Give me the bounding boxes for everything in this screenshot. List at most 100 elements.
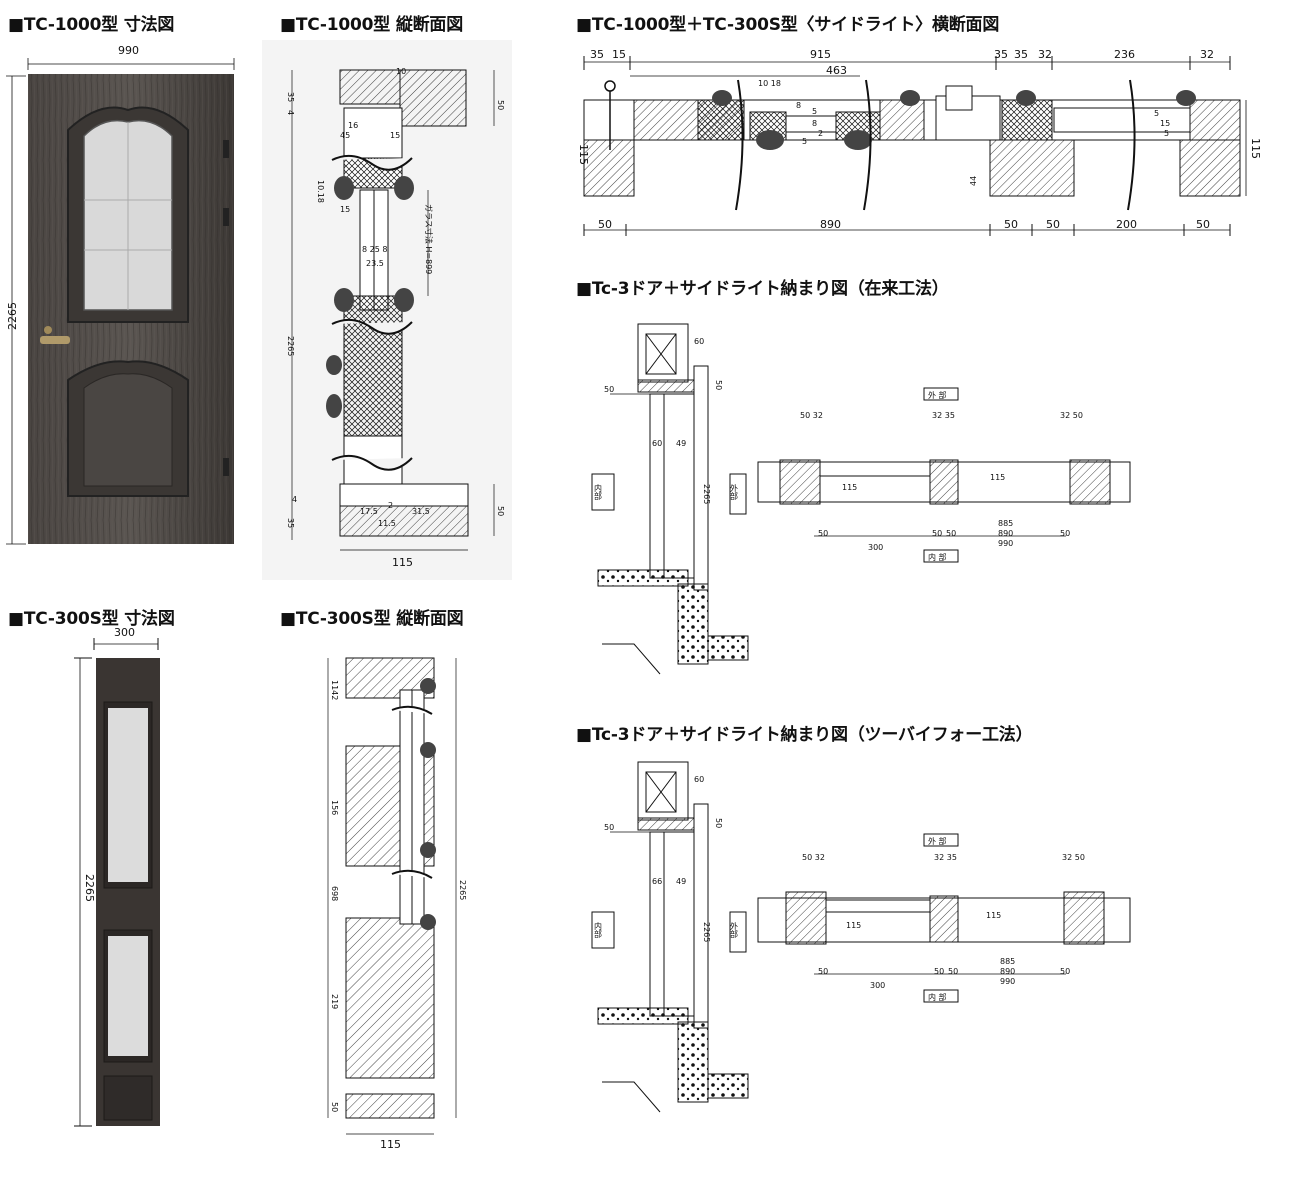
plan-top-dim: 15	[612, 48, 626, 61]
sidelight-glass-lower	[108, 936, 148, 1056]
sec-d4b: 4	[292, 495, 297, 504]
tbf-d890: 890	[1000, 967, 1015, 976]
install-conventional-drawing: 50 60 50 60 49 2265 内部 外部 外 部 50 32 32 3…	[591, 323, 1131, 675]
plan-d463: 463	[826, 64, 847, 77]
door-handle	[40, 336, 70, 344]
tbf-d115b: 115	[986, 911, 1001, 920]
tbf-exterior: 外 部	[928, 836, 947, 846]
sec-d50bot: 50	[496, 506, 505, 516]
conv-d115b: 115	[990, 473, 1005, 482]
hinge	[223, 140, 229, 158]
tc300s-sec-dim: 219	[330, 994, 339, 1009]
conv-bottom: 50	[1060, 529, 1070, 538]
tbf-bottom: 50	[948, 967, 958, 976]
heading-tc300s-dimension: ■TC-300S型 寸法図	[8, 609, 175, 629]
sidelight-glass-upper	[108, 708, 148, 882]
tc1000-vertical-section: 10 35 4 50 45 15 16 10.18 15 ガラス寸法 H=899…	[262, 40, 512, 580]
plan-top-dim: 35	[994, 48, 1008, 61]
conv-d60: 60	[694, 337, 704, 346]
conv-d890: 890	[998, 529, 1013, 538]
sec-glass: ガラス寸法 H=899	[424, 204, 434, 274]
conv-d50b: 50	[714, 380, 723, 390]
plan-d115: 115	[577, 144, 590, 165]
plan-small: 5	[1164, 129, 1169, 138]
tbf-interior: 内 部	[928, 992, 947, 1002]
heading-tc1000-dimension: ■TC-1000型 寸法図	[8, 15, 175, 35]
tbf-d885: 885	[1000, 957, 1015, 966]
sec-d16: 16	[348, 121, 358, 130]
sec-d10-18: 10.18	[316, 180, 325, 203]
plan-top-dim: 32	[1200, 48, 1214, 61]
conv-height: 2265	[702, 484, 711, 504]
conv-d49: 49	[676, 439, 686, 448]
conv-top-mid: 32 35	[932, 411, 955, 420]
plan-small: 2	[818, 129, 823, 138]
conv-interior-v: 内部	[594, 483, 603, 501]
sec-d35b: 35	[286, 518, 295, 528]
sec-d15: 15	[390, 131, 400, 140]
tbf-bottom: 300	[870, 981, 885, 990]
conv-d115a: 115	[842, 483, 857, 492]
plan-small: 8	[796, 101, 801, 110]
plan-bottom-dim: 200	[1116, 218, 1137, 231]
tbf-d990: 990	[1000, 977, 1015, 986]
plan-small: 5	[812, 107, 817, 116]
conv-bottom: 50	[932, 529, 942, 538]
sec-d115: 11.5	[378, 519, 396, 528]
plan-top-dim: 915	[810, 48, 831, 61]
plan-top-dim: 236	[1114, 48, 1135, 61]
tbf-d60: 60	[694, 775, 704, 784]
tc300s-sec-dim: 1142	[330, 680, 339, 700]
tbf-top-left: 50 32	[802, 853, 825, 862]
conv-d885: 885	[998, 519, 1013, 528]
tc300s-width-label: 300	[114, 626, 135, 639]
sec-d17: 17.5	[360, 507, 378, 516]
tbf-top-right: 32 50	[1062, 853, 1085, 862]
tbf-d49: 49	[676, 877, 686, 886]
tc300s-sec-dim: 698	[330, 886, 339, 901]
conv-d990: 990	[998, 539, 1013, 548]
sec-d35: 35	[286, 92, 295, 102]
conv-bottom: 50	[946, 529, 956, 538]
conv-interior: 内 部	[928, 552, 947, 562]
conv-bottom: 300	[868, 543, 883, 552]
tc300s-height-label: 2265	[83, 874, 96, 902]
conv-exterior: 外 部	[928, 390, 947, 400]
conv-d50: 50	[604, 385, 614, 394]
tbf-d66: 66	[652, 877, 662, 886]
plan-top-dim: 32	[1038, 48, 1052, 61]
conv-d60b: 60	[652, 439, 662, 448]
sec-d2: 2	[388, 501, 393, 510]
plan-bottom-dim: 50	[1046, 218, 1060, 231]
sec-bottom: 115	[392, 556, 413, 569]
tc300s-vertical-section: 1142 156 698 219 50 2265 115	[327, 657, 467, 1150]
tc300s-sidelight-drawing: 300 2265	[74, 626, 160, 1127]
plan-bottom-dim: 50	[598, 218, 612, 231]
heading-tc3-2x4: ■Tc-3ドア＋サイドライト納まり図（ツーバイフォー工法）	[576, 725, 1033, 745]
tc300s-sec-dim: 156	[330, 800, 339, 815]
sec-d10: 10	[396, 67, 406, 76]
conv-bottom: 50	[818, 529, 828, 538]
tbf-d50b: 50	[714, 818, 723, 828]
heading-plan-section: ■TC-1000型＋TC-300S型〈サイドライト〉横断面図	[576, 15, 1000, 35]
tc300s-sec-dim: 50	[330, 1102, 339, 1112]
conv-top-left: 50 32	[800, 411, 823, 420]
tbf-d115a: 115	[846, 921, 861, 930]
heading-tc3-conventional: ■Tc-3ドア＋サイドライト納まり図（在来工法）	[576, 279, 949, 299]
tc300s-sec-bottom: 115	[380, 1138, 401, 1150]
plan-d10-18: 10 18	[758, 79, 781, 88]
door-knob	[44, 326, 52, 334]
plan-bottom-dim: 50	[1004, 218, 1018, 231]
plan-top-dim: 35	[590, 48, 604, 61]
tc300s-sec-height: 2265	[458, 880, 467, 900]
install-2x4-drawing: 50 60 50 66 49 2265 内部 外部 外 部 50 32 32 3…	[591, 761, 1131, 1113]
plan-bottom-dim: 890	[820, 218, 841, 231]
sec-height: 2265	[286, 336, 295, 356]
sec-d4: 4	[286, 110, 295, 115]
tbf-d50: 50	[604, 823, 614, 832]
conv-exterior-v: 外部	[730, 483, 739, 501]
plan-bottom-dim: 50	[1196, 218, 1210, 231]
heading-tc300s-section: ■TC-300S型 縦断面図	[280, 609, 464, 629]
sec-d235: 23.5	[366, 259, 384, 268]
conv-top-right: 32 50	[1060, 411, 1083, 420]
